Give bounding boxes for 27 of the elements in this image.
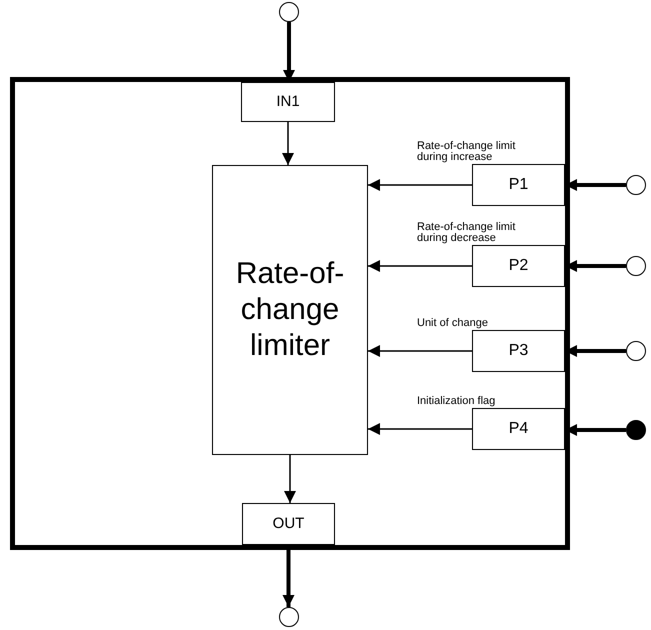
arrow	[284, 455, 296, 503]
port-label: P3	[508, 341, 528, 361]
arrow	[368, 423, 472, 435]
port-label: IN1	[276, 93, 300, 111]
terminal-circle	[279, 2, 299, 22]
port-label: P2	[508, 256, 528, 276]
terminal-circle	[626, 256, 646, 276]
terminal-circle	[626, 341, 646, 361]
function-block	[212, 165, 368, 455]
port-label: P1	[508, 175, 528, 195]
arrow	[368, 260, 472, 272]
port-label: OUT	[272, 515, 304, 533]
parameter-caption: Rate-of-change limit during decrease	[417, 222, 516, 244]
arrow	[368, 179, 472, 191]
block-frame	[10, 77, 570, 550]
parameter-caption: Rate-of-change limit during increase	[417, 141, 516, 163]
port-box	[241, 82, 335, 122]
arrow	[368, 345, 472, 357]
parameter-caption: Initialization flag	[417, 396, 496, 407]
port-box	[242, 503, 335, 545]
terminal-dot	[626, 420, 646, 440]
parameter-caption: Unit of change	[417, 318, 489, 329]
arrow	[282, 122, 294, 165]
block-title: Rate-of-change limiter	[234, 256, 346, 364]
port-label: P4	[508, 419, 528, 439]
terminal-circle	[626, 175, 646, 195]
terminal-circle	[279, 607, 299, 627]
